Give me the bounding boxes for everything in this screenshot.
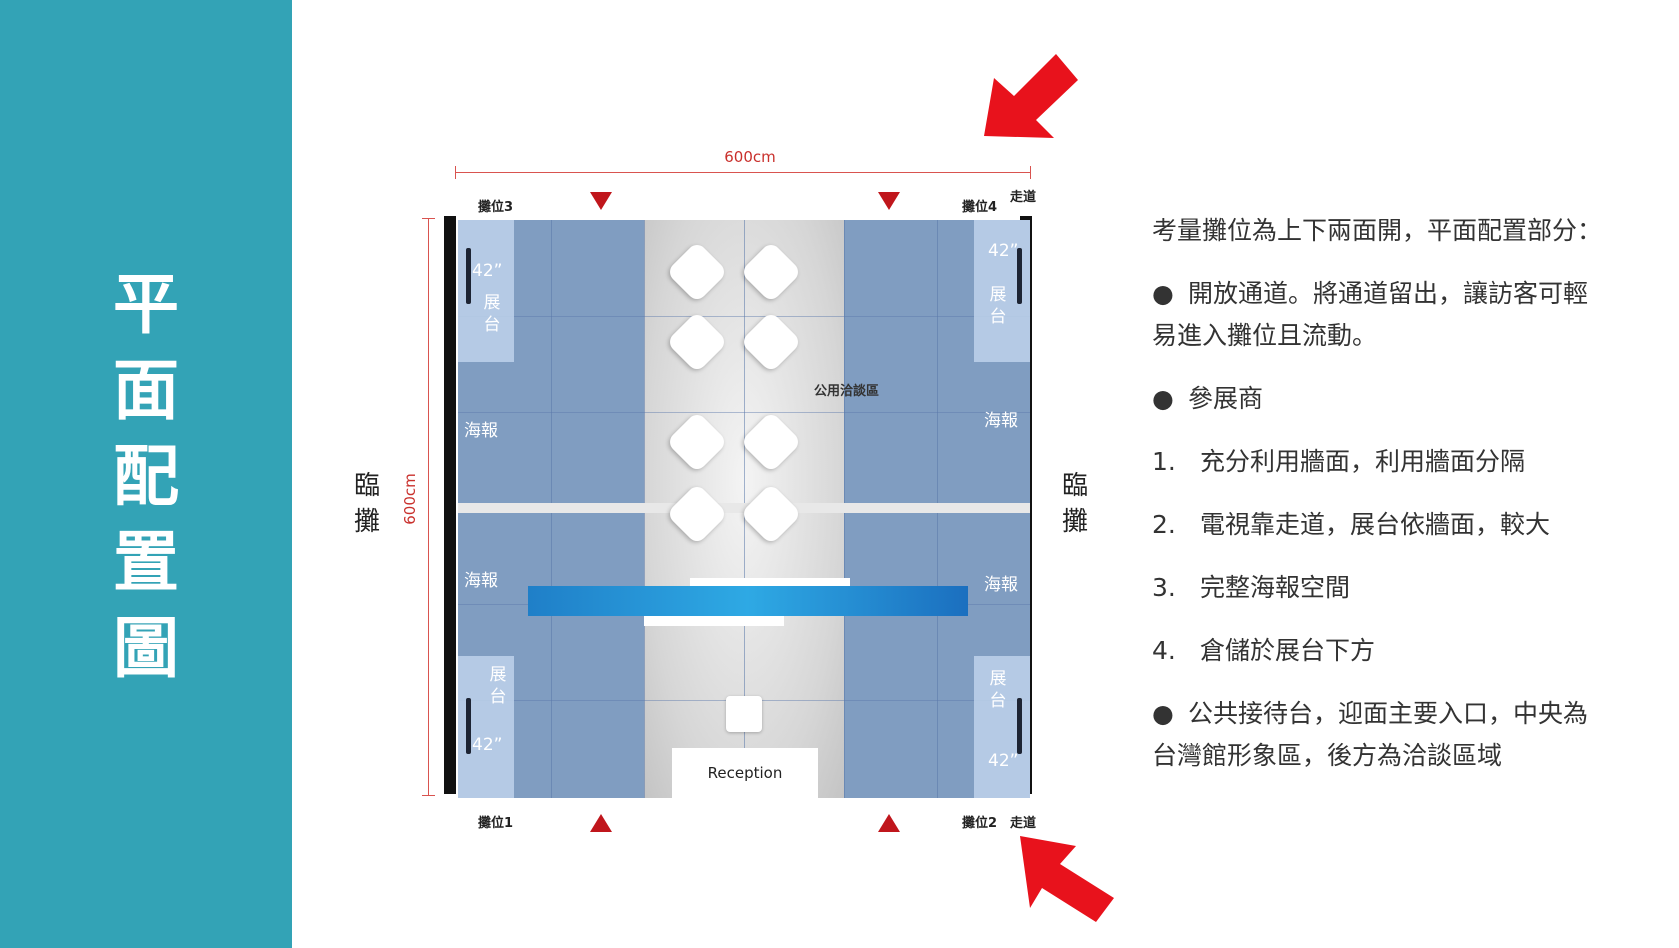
- booth-3-label: 攤位3: [478, 200, 514, 215]
- height-dimension-label: 600cm: [401, 473, 419, 525]
- reception-desk-icon: [726, 696, 762, 732]
- bullet-open-aisle: ● 開放通道。將通道留出，讓訪客可輕: [1152, 273, 1667, 315]
- poster-label: 海報: [984, 575, 1018, 595]
- tv-icon: [466, 248, 471, 304]
- temp-booth-left: 臨攤: [353, 471, 380, 537]
- booth-2-label: 攤位2: [962, 816, 998, 831]
- bullet-continuation: 台灣館形象區，後方為洽談區域: [1152, 741, 1503, 770]
- taiwan-pavilion-banner: [528, 586, 968, 616]
- page-title: 平 面 配 置 圖: [0, 262, 292, 692]
- poster-label: 海報: [984, 411, 1018, 431]
- list-item: 1. 充分利用牆面，利用牆面分隔: [1152, 441, 1667, 483]
- grid-line: [458, 316, 1030, 317]
- list-number: 3.: [1152, 573, 1176, 602]
- left-wall: [444, 216, 456, 794]
- list-text: 電視靠走道，展台依牆面，較大: [1200, 510, 1551, 539]
- tv-icon: [1017, 698, 1022, 754]
- meeting-area-label: 公用洽談區: [814, 384, 880, 399]
- title-char: 平: [113, 266, 179, 343]
- entry-marker-icon: [878, 814, 900, 832]
- list-text: 充分利用牆面，利用牆面分隔: [1200, 447, 1526, 476]
- poster-label: 海報: [464, 571, 498, 591]
- entrance-arrow-icon: [1020, 836, 1114, 922]
- stand-label: 展台: [483, 293, 501, 335]
- bullet-icon: ●: [1152, 699, 1174, 728]
- banner-trim: [644, 616, 784, 626]
- tv-icon: [1017, 248, 1022, 304]
- floor-area: 42” 42” 42” 42” 展台 展台 展台 展台 海報 海報 海報 海報 …: [458, 220, 1030, 798]
- list-item: 2. 電視靠走道，展台依牆面，較大: [1152, 504, 1667, 546]
- list-number: 1.: [1152, 447, 1176, 476]
- description: 考量攤位為上下兩面開，平面配置部分： ● 開放通道。將通道留出，讓訪客可輕 易進入…: [1152, 210, 1667, 777]
- booth-4-label: 攤位4: [962, 200, 998, 215]
- aisle-label: 走道: [1010, 190, 1037, 205]
- list-number: 2.: [1152, 510, 1176, 539]
- title-char: 置: [113, 524, 179, 601]
- booth-1-label: 攤位1: [478, 816, 514, 831]
- entry-marker-icon: [590, 192, 612, 210]
- bullet-text: 開放通道。將通道留出，讓訪客可輕: [1188, 279, 1589, 308]
- aisle-label: 走道: [1010, 816, 1037, 831]
- stand-label: 展台: [989, 669, 1007, 711]
- bullet-text: 公共接待台，迎面主要入口，中央為: [1188, 699, 1589, 728]
- width-dimension-line: [455, 166, 1031, 179]
- title-char: 面: [113, 352, 179, 429]
- tv-icon: [466, 698, 471, 754]
- banner-trim: [690, 578, 850, 588]
- sidebar: 平 面 配 置 圖: [0, 0, 292, 948]
- temp-booth-right: 臨攤: [1061, 471, 1088, 537]
- list-text: 倉儲於展台下方: [1200, 636, 1376, 665]
- intro-text: 考量攤位為上下兩面開，平面配置部分：: [1152, 216, 1603, 245]
- poster-label: 海報: [464, 421, 498, 441]
- stand-label: 展台: [989, 285, 1007, 327]
- entry-marker-icon: [590, 814, 612, 832]
- tv-size-label: 42”: [988, 241, 1019, 261]
- list-number: 4.: [1152, 636, 1176, 665]
- list-item: 4. 倉儲於展台下方: [1152, 630, 1667, 672]
- bullet-reception: ● 公共接待台，迎面主要入口，中央為: [1152, 693, 1667, 735]
- entrance-arrow-icon: [984, 54, 1078, 138]
- entry-marker-icon: [878, 192, 900, 210]
- grid-line: [458, 412, 1030, 413]
- tv-size-label: 42”: [472, 261, 503, 281]
- bullet-exhibitor: ● 參展商: [1152, 378, 1667, 420]
- tv-size-label: 42”: [472, 735, 503, 755]
- divider-wall: [458, 503, 1030, 513]
- tv-size-label: 42”: [988, 751, 1019, 771]
- bullet-continuation: 易進入攤位且流動。: [1152, 321, 1378, 350]
- list-text: 完整海報空間: [1200, 573, 1351, 602]
- width-dimension-label: 600cm: [724, 148, 776, 166]
- bullet-text: 參展商: [1188, 384, 1264, 413]
- bullet-icon: ●: [1152, 279, 1174, 308]
- stand-label: 展台: [489, 665, 507, 707]
- list-item: 3. 完整海報空間: [1152, 567, 1667, 609]
- title-char: 配: [113, 438, 179, 515]
- bullet-icon: ●: [1152, 384, 1174, 413]
- reception-counter: Reception: [672, 748, 818, 798]
- height-dimension-line: [422, 218, 435, 796]
- title-char: 圖: [113, 610, 179, 687]
